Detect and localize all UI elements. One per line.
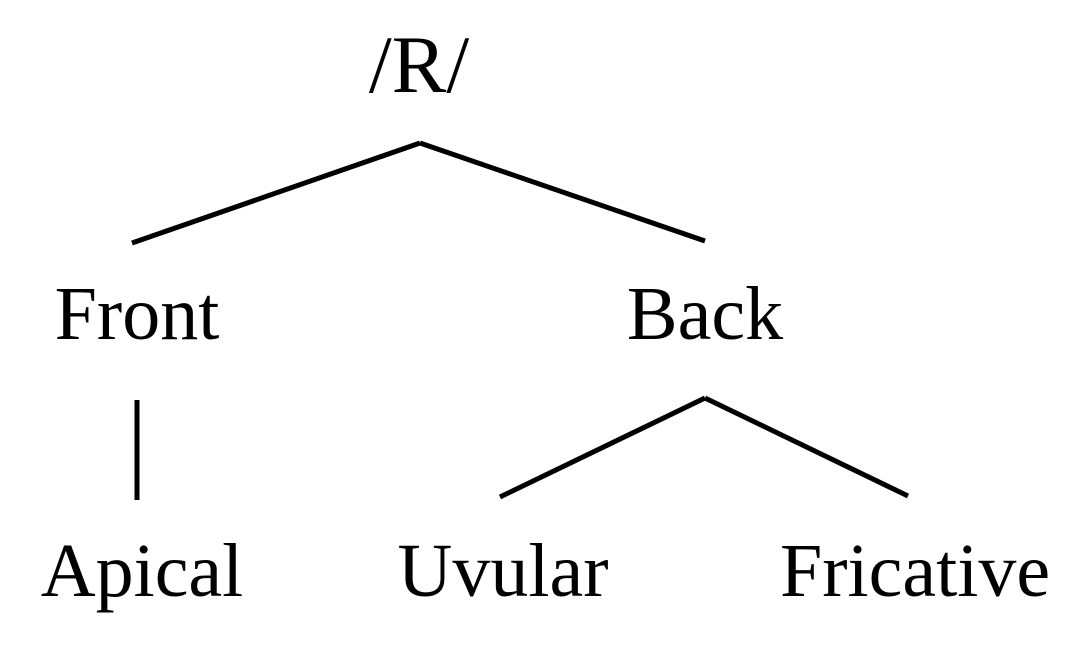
- tree-node-uvular: Uvular: [397, 529, 609, 613]
- edge-back-to-uvular: [498, 395, 707, 500]
- tree-node-root: /R/: [368, 19, 470, 110]
- tree-node-back: Back: [626, 272, 784, 356]
- tree-node-front: Front: [54, 272, 220, 356]
- tree-node-apical: Apical: [40, 529, 244, 613]
- edge-root-to-back: [419, 140, 706, 244]
- tree-node-fricative: Fricative: [779, 529, 1051, 613]
- edge-back-to-fricative: [703, 395, 910, 499]
- edge-root-to-front: [131, 140, 421, 246]
